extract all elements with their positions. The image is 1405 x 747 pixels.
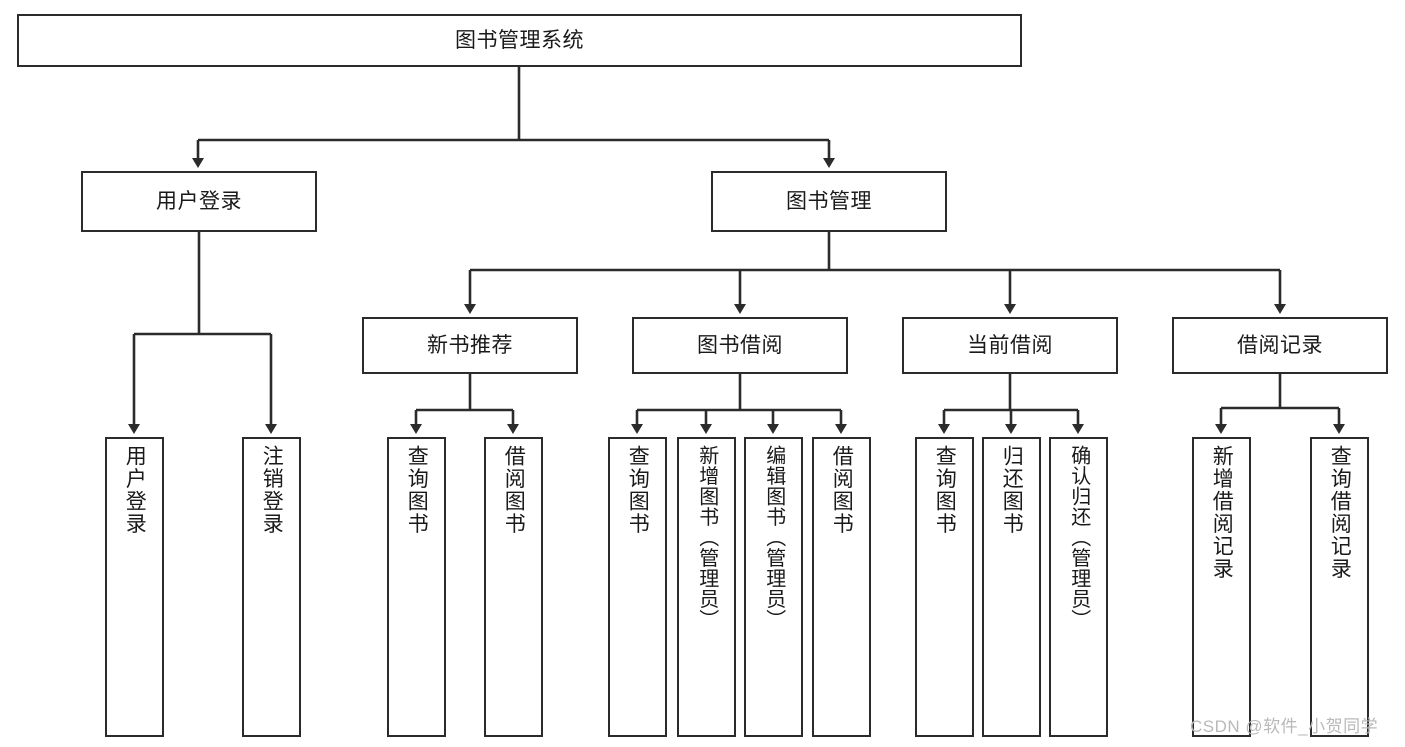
- node-label: 新增图书（管理员）: [695, 445, 718, 630]
- node-label: 图书管理系统: [455, 28, 584, 52]
- node-leaf-query-book-3[interactable]: 查询图书: [915, 437, 974, 737]
- node-borrow-record[interactable]: 借阅记录: [1172, 317, 1388, 374]
- node-leaf-borrow-book-1[interactable]: 借阅图书: [484, 437, 543, 737]
- node-label: 查询图书: [405, 445, 429, 535]
- node-leaf-add-book[interactable]: 新增图书（管理员）: [677, 437, 736, 737]
- node-label: 新增借阅记录: [1210, 445, 1234, 580]
- node-leaf-edit-book[interactable]: 编辑图书（管理员）: [744, 437, 803, 737]
- node-book-borrow[interactable]: 图书借阅: [632, 317, 848, 374]
- node-current-borrow[interactable]: 当前借阅: [902, 317, 1118, 374]
- node-label: 借阅图书: [830, 445, 854, 535]
- node-label: 编辑图书（管理员）: [762, 445, 785, 630]
- node-leaf-confirm-return[interactable]: 确认归还（管理员）: [1049, 437, 1108, 737]
- node-label: 查询借阅记录: [1328, 445, 1352, 580]
- node-user-login[interactable]: 用户登录: [81, 171, 317, 232]
- node-label: 借阅图书: [502, 445, 526, 535]
- node-label: 借阅记录: [1237, 333, 1323, 357]
- node-label: 新书推荐: [427, 333, 513, 357]
- node-leaf-return-book[interactable]: 归还图书: [982, 437, 1041, 737]
- node-root[interactable]: 图书管理系统: [17, 14, 1022, 67]
- node-leaf-borrow-book-2[interactable]: 借阅图书: [812, 437, 871, 737]
- node-label: 用户登录: [123, 445, 147, 535]
- node-leaf-query-record[interactable]: 查询借阅记录: [1310, 437, 1369, 737]
- node-leaf-add-record[interactable]: 新增借阅记录: [1192, 437, 1251, 737]
- node-label: 用户登录: [156, 189, 242, 213]
- node-label: 查询图书: [626, 445, 650, 535]
- node-label: 确认归还（管理员）: [1067, 445, 1090, 630]
- node-label: 查询图书: [933, 445, 957, 535]
- node-label: 归还图书: [1000, 445, 1024, 535]
- node-label: 当前借阅: [967, 333, 1053, 357]
- node-label: 图书管理: [786, 189, 872, 213]
- node-leaf-user-logout[interactable]: 注销登录: [242, 437, 301, 737]
- node-label: 图书借阅: [697, 333, 783, 357]
- node-label: 注销登录: [260, 445, 284, 535]
- node-leaf-query-book-1[interactable]: 查询图书: [387, 437, 446, 737]
- edge-paths: [128, 67, 1345, 434]
- node-book-manage[interactable]: 图书管理: [711, 171, 947, 232]
- node-leaf-query-book-2[interactable]: 查询图书: [608, 437, 667, 737]
- node-new-book-recommend[interactable]: 新书推荐: [362, 317, 578, 374]
- node-leaf-user-login[interactable]: 用户登录: [105, 437, 164, 737]
